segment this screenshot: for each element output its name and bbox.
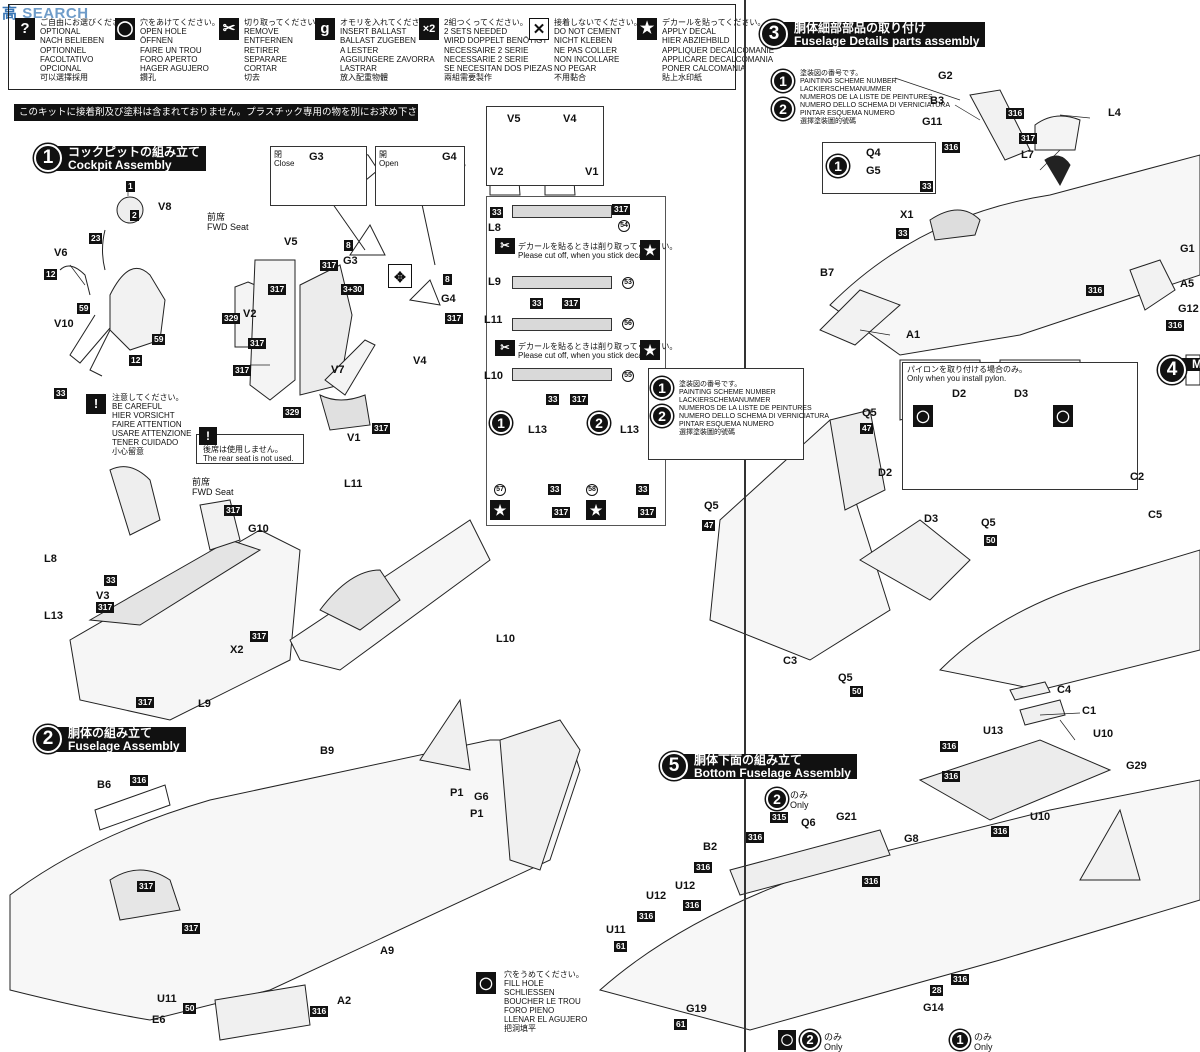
label-V1-detail: V1 xyxy=(585,166,599,178)
pylon-box: パイロンを取り付ける場合のみ。Only when you install pyl… xyxy=(902,362,1138,490)
fuselage-front-drawing xyxy=(819,89,1200,356)
apply-decal-icon-1: ★ xyxy=(640,240,660,260)
fill-hole-icon-2: ◯ xyxy=(778,1030,796,1050)
rear-seat-note: ! 後席は使用しません。The rear seat is not used. xyxy=(196,427,304,464)
optional-icon: ? xyxy=(15,18,35,40)
open-hole-icon: ◯ xyxy=(115,18,135,40)
pilot-figure-drawing xyxy=(59,196,166,377)
remove-icon-decal-2: ✂ xyxy=(495,340,515,356)
adhesive-notice: このキットに接着剤及び塗料は含まれておりません。プラスチック専用の物を別にお求め… xyxy=(14,104,436,121)
label-V2-detail: V2 xyxy=(490,166,504,178)
page-divider xyxy=(744,0,746,1052)
decal-cut-note-2: デカールを貼るときは削り取ってください。Please cut off, when… xyxy=(518,342,678,360)
ballast-icon: g xyxy=(315,18,335,40)
remove-icon-decal: ✂ xyxy=(495,238,515,254)
step3-variant1-box: 1 xyxy=(822,142,936,194)
remove-icon: ✂ xyxy=(219,18,239,40)
seat-rail-detail-box xyxy=(486,106,604,186)
two-sets-icon: ×2 xyxy=(419,18,439,40)
panel-L9 xyxy=(512,276,612,289)
apply-decal-icon-4: ★ xyxy=(586,500,606,520)
fill-hole-icon: ◯ xyxy=(476,972,496,994)
apply-decal-icon-2: ★ xyxy=(640,340,660,360)
label-V5-detail: V5 xyxy=(507,113,521,125)
cockpit-tub-drawing xyxy=(69,466,491,721)
do-not-cement-icon: ✕ xyxy=(529,18,549,40)
panel-L10 xyxy=(512,368,612,381)
panel-L11 xyxy=(512,318,612,331)
arrows-icon: ✥ xyxy=(388,264,412,288)
open-hole-icon-pylon-1: ◯ xyxy=(913,405,933,427)
apply-decal-icon: ★ xyxy=(637,18,657,40)
decal-cut-note-1: デカールを貼るときは削り取ってください。Please cut off, when… xyxy=(518,242,678,260)
open-hole-icon-pylon-2: ◯ xyxy=(1053,405,1073,427)
instrument-decal-box xyxy=(486,196,666,526)
apply-decal-icon-3: ★ xyxy=(490,500,510,520)
label-V4-detail: V4 xyxy=(563,113,577,125)
watermark: 高 SEARCH xyxy=(2,5,89,22)
panel-L8 xyxy=(512,205,612,218)
caution-icon-rear: ! xyxy=(199,427,217,445)
caution-icon: ! xyxy=(86,394,106,414)
